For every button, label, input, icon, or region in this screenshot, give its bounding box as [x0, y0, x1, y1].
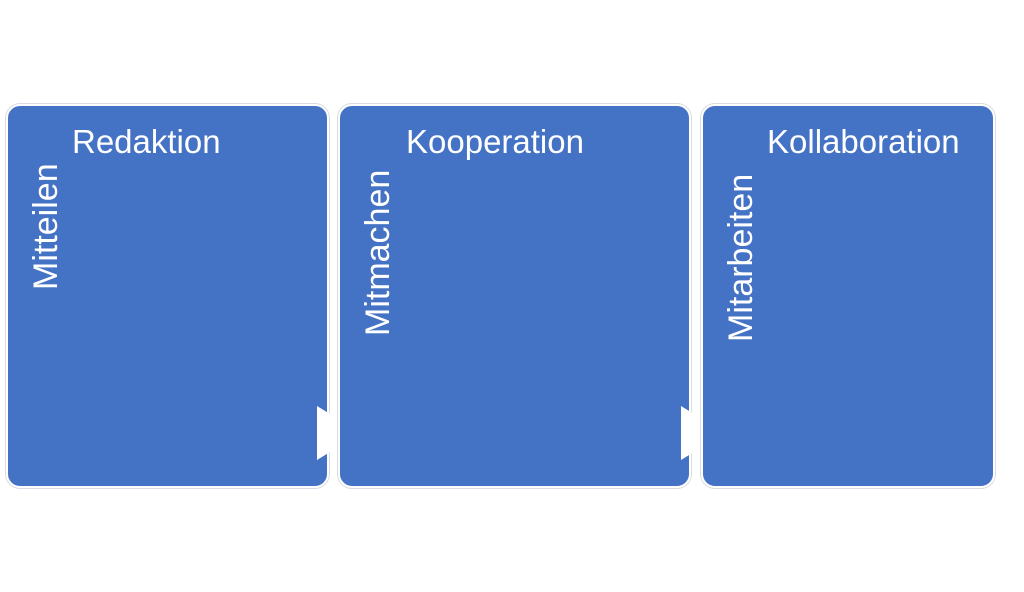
- step-box-1: Mitteilen Redaktion: [6, 104, 329, 488]
- step-2-side-label-wrapper: Mitmachen: [354, 120, 402, 480]
- step-3-side-label-wrapper: Mitarbeiten: [717, 120, 765, 480]
- step-3-title: Kollaboration: [767, 123, 960, 160]
- step-1-side-label-wrapper: Mitteilen: [22, 120, 70, 480]
- step-1-title: Redaktion: [72, 123, 221, 160]
- step-2-title: Kooperation: [406, 123, 584, 160]
- step-2-side-label: Mitmachen: [359, 169, 397, 336]
- step-3-side-label: Mitarbeiten: [722, 173, 760, 342]
- step-box-2: Mitmachen Kooperation: [338, 104, 691, 488]
- step-1-side-label: Mitteilen: [27, 163, 65, 290]
- step-box-3: Mitarbeiten Kollaboration: [701, 104, 995, 488]
